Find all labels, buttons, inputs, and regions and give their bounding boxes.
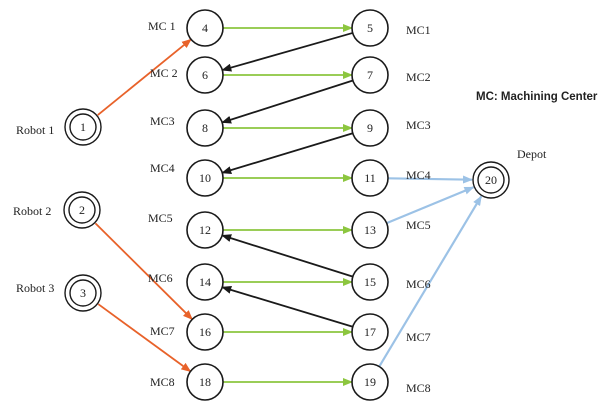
label-node-19: MC8 — [406, 381, 431, 395]
node-13: 13 — [351, 211, 389, 249]
node-12-number: 12 — [199, 223, 211, 237]
edge-5-to-6 — [221, 32, 353, 72]
node-11: 11 — [351, 159, 389, 197]
node-4: 4 — [186, 9, 224, 47]
node-20-number: 20 — [485, 173, 497, 187]
label-node-7: MC2 — [406, 70, 431, 84]
node-9-number: 9 — [367, 121, 373, 135]
edge-9-to-10 — [221, 132, 354, 174]
node-15: 15 — [351, 263, 389, 301]
edge-2-to-16 — [94, 222, 193, 321]
node-2: 2 — [63, 191, 101, 229]
node-18-number: 18 — [199, 375, 211, 389]
label-node-16: MC7 — [150, 324, 175, 338]
label-node-12: MC5 — [148, 211, 173, 225]
node-1: 1 — [64, 108, 102, 146]
node-20: 20 — [472, 161, 510, 199]
node-6-number: 6 — [202, 68, 208, 82]
label-robot-2: Robot 2 — [13, 204, 51, 218]
edge-13-to-20 — [386, 186, 475, 225]
edge-3-to-18 — [97, 303, 192, 373]
node-13-number: 13 — [364, 223, 376, 237]
label-node-4: MC 1 — [148, 19, 176, 33]
label-node-15: MC6 — [406, 277, 431, 291]
node-3: 3 — [64, 274, 102, 312]
node-14: 14 — [186, 263, 224, 301]
node-17-number: 17 — [364, 325, 376, 339]
node-1-number: 1 — [80, 120, 86, 134]
node-3-number: 3 — [80, 286, 86, 300]
label-robot-1: Robot 1 — [16, 123, 54, 137]
label-node-8: MC3 — [150, 114, 175, 128]
node-6: 6 — [186, 56, 224, 94]
edge-19-to-20 — [378, 195, 483, 368]
label-node-13: MC5 — [406, 218, 431, 232]
node-14-number: 14 — [199, 275, 211, 289]
label-node-17: MC7 — [406, 330, 431, 344]
node-7: 7 — [351, 56, 389, 94]
edge-7-to-8 — [221, 79, 354, 124]
label-depot: Depot — [517, 147, 547, 161]
label-node-14: MC6 — [148, 271, 173, 285]
node-2-number: 2 — [79, 203, 85, 217]
node-16: 16 — [186, 313, 224, 351]
label-robot-3: Robot 3 — [16, 281, 54, 295]
node-12: 12 — [186, 211, 224, 249]
node-11-number: 11 — [364, 171, 376, 185]
node-7-number: 7 — [367, 68, 373, 82]
node-4-number: 4 — [202, 21, 208, 35]
edges-layer — [94, 24, 483, 386]
legend-text: MC: Machining Center — [476, 91, 598, 103]
node-19-number: 19 — [364, 375, 376, 389]
edge-17-to-14 — [221, 286, 354, 328]
label-node-5: MC1 — [406, 23, 431, 37]
node-8: 8 — [186, 109, 224, 147]
node-17: 17 — [351, 313, 389, 351]
edge-15-to-12 — [221, 234, 354, 278]
node-8-number: 8 — [202, 121, 208, 135]
node-5-number: 5 — [367, 21, 373, 35]
edge-11-to-20 — [387, 175, 474, 184]
label-node-10: MC4 — [150, 161, 175, 175]
node-10: 10 — [186, 159, 224, 197]
node-15-number: 15 — [364, 275, 376, 289]
node-16-number: 16 — [199, 325, 211, 339]
node-9: 9 — [351, 109, 389, 147]
node-10-number: 10 — [199, 171, 211, 185]
node-19: 19 — [351, 363, 389, 401]
label-node-11: MC4 — [406, 168, 431, 182]
node-18: 18 — [186, 363, 224, 401]
edge-1-to-4 — [97, 38, 192, 116]
label-node-6: MC 2 — [150, 66, 178, 80]
node-5: 5 — [351, 9, 389, 47]
label-node-9: MC3 — [406, 118, 431, 132]
label-node-18: MC8 — [150, 375, 175, 389]
